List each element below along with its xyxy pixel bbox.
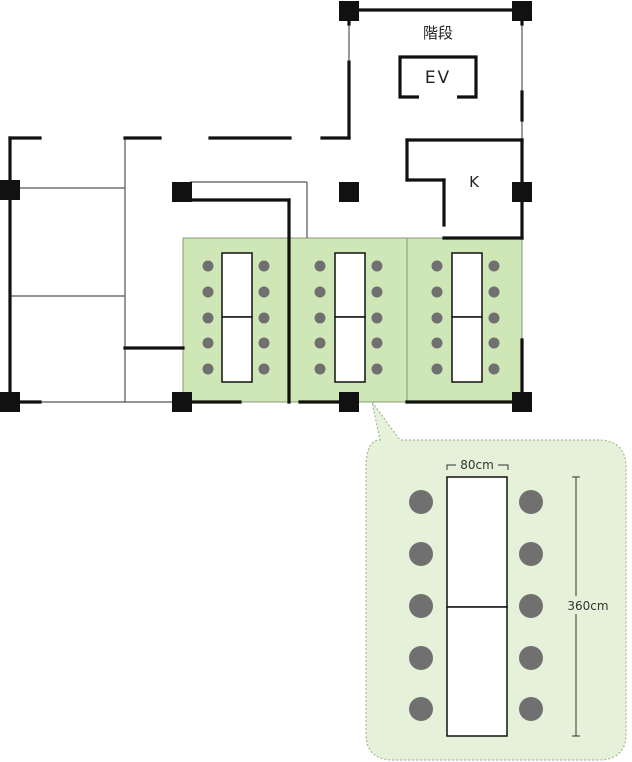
plan-seat xyxy=(371,286,383,298)
elevator-wall xyxy=(398,55,478,99)
detail-seat xyxy=(519,490,543,514)
plan-seat xyxy=(202,286,214,298)
detail-table-bottom xyxy=(446,606,508,737)
plan-tables xyxy=(202,252,500,383)
plan-seat xyxy=(258,363,270,375)
plan-seat xyxy=(258,260,270,272)
plan-table xyxy=(451,316,483,383)
detail-seats xyxy=(409,490,543,721)
detail-seat xyxy=(409,646,433,670)
plan-seat xyxy=(488,286,500,298)
plan-seat xyxy=(314,260,326,272)
plan-seat xyxy=(431,337,443,349)
length-dimension-mask xyxy=(560,596,614,614)
elevator: EV xyxy=(398,55,478,99)
plan-seat xyxy=(488,312,500,324)
plan-seat xyxy=(314,312,326,324)
plan-seat xyxy=(314,363,326,375)
detail-seat xyxy=(519,542,543,566)
column xyxy=(172,392,192,412)
detail-seat xyxy=(519,594,543,618)
plan-table xyxy=(221,252,253,318)
detail-seat xyxy=(519,646,543,670)
plan-table xyxy=(334,252,366,318)
plan-table xyxy=(221,316,253,383)
plan-seat xyxy=(258,312,270,324)
elevator-label: EV xyxy=(425,68,451,88)
plan-seat xyxy=(202,260,214,272)
column xyxy=(0,180,20,200)
column xyxy=(339,392,359,412)
plan-seat xyxy=(314,337,326,349)
plan-seat xyxy=(371,363,383,375)
plan-seat xyxy=(488,337,500,349)
plan-seat xyxy=(488,260,500,272)
column xyxy=(339,182,359,202)
plan-seat xyxy=(202,312,214,324)
detail-table-top xyxy=(446,476,508,608)
plan-seat xyxy=(202,363,214,375)
detail-seat xyxy=(519,697,543,721)
column xyxy=(0,392,20,412)
column xyxy=(172,182,192,202)
plan-seat xyxy=(258,286,270,298)
plan-seat xyxy=(431,312,443,324)
stairs-label: 階段 xyxy=(423,24,453,42)
column xyxy=(512,392,532,412)
width-dimension-label: 80cm xyxy=(460,458,494,472)
kitchen-label: K xyxy=(469,173,480,191)
plan-seat xyxy=(431,260,443,272)
plan-seat xyxy=(258,337,270,349)
plan-table xyxy=(451,252,483,318)
plan-table xyxy=(334,316,366,383)
detail-seat xyxy=(409,594,433,618)
plan-seat xyxy=(371,312,383,324)
columns xyxy=(0,1,532,412)
column xyxy=(339,1,359,21)
plan-seat xyxy=(431,286,443,298)
plan-seat xyxy=(431,363,443,375)
plan-seat xyxy=(314,286,326,298)
detail-seat xyxy=(409,542,433,566)
plan-seat xyxy=(371,260,383,272)
plan-seat xyxy=(371,337,383,349)
detail-callout: 80cm 360cm xyxy=(365,401,627,761)
width-dimension-mask xyxy=(456,457,498,471)
plan-seat xyxy=(488,363,500,375)
detail-seat xyxy=(409,490,433,514)
length-dimension-label: 360cm xyxy=(567,599,608,613)
column xyxy=(512,1,532,21)
detail-seat xyxy=(409,697,433,721)
column xyxy=(512,182,532,202)
plan-seat xyxy=(202,337,214,349)
